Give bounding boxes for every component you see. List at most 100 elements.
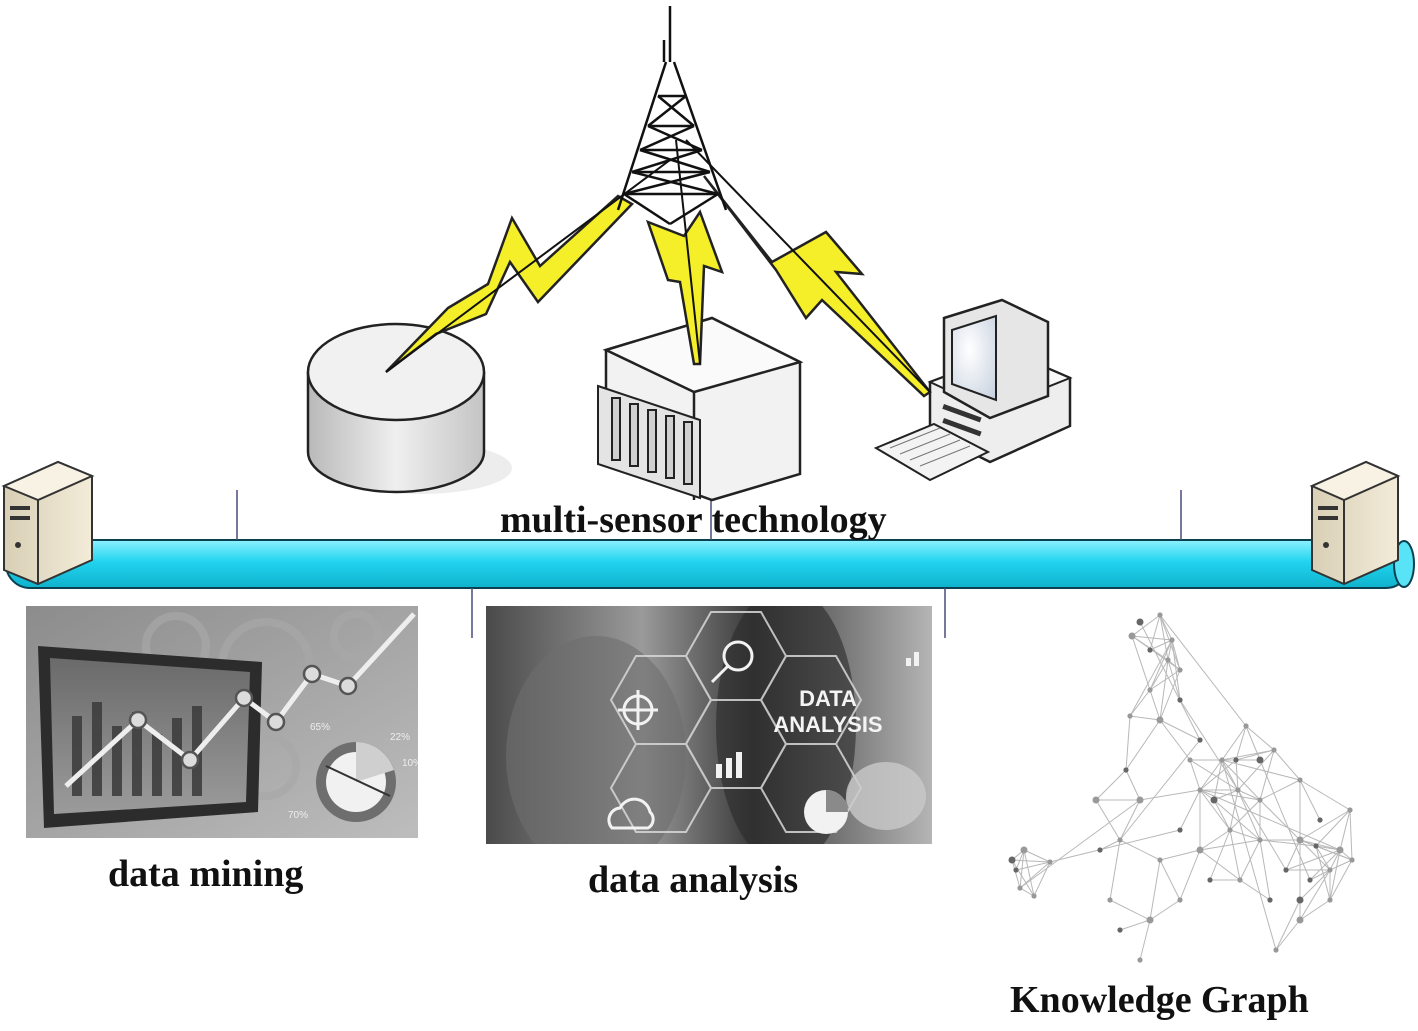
graph-node	[1233, 757, 1239, 763]
graph-node	[1147, 647, 1153, 653]
graph-node	[1165, 657, 1171, 663]
graph-edge	[1139, 789, 1201, 801]
graph-edge	[1199, 789, 1341, 851]
graph-edge	[1221, 759, 1301, 781]
graph-edge	[1159, 669, 1181, 721]
graph-edge	[1023, 849, 1035, 897]
graph-edge	[1349, 809, 1353, 861]
graph-node	[1297, 777, 1303, 783]
graph-node	[1136, 796, 1144, 804]
graph-node	[1317, 817, 1323, 823]
graph-edge	[1285, 849, 1341, 871]
graph-edge	[1167, 659, 1181, 701]
graph-edge	[1149, 899, 1181, 921]
graph-edge	[1149, 689, 1161, 721]
lightning-middle	[645, 209, 725, 366]
graph-edge	[1033, 861, 1051, 897]
graph-edge	[1129, 715, 1161, 721]
graph-edge	[1315, 845, 1331, 871]
lightning-bolts	[385, 175, 932, 398]
graph-edge	[1119, 739, 1201, 841]
graph-edge	[1299, 869, 1331, 901]
graph-edge	[1159, 614, 1247, 727]
graph-edge	[1139, 919, 1151, 961]
graph-edge	[1221, 749, 1275, 761]
graph-edge	[1213, 799, 1231, 831]
graph-node	[1237, 877, 1243, 883]
graph-edge	[1109, 839, 1121, 901]
graph-edge	[1125, 769, 1141, 801]
graph-node	[1169, 637, 1175, 643]
graph-edge	[1285, 839, 1301, 871]
data-analysis-label: data analysis	[588, 859, 799, 901]
graph-edge	[1259, 759, 1311, 881]
graph-edge	[1179, 789, 1201, 831]
graph-edge	[1019, 887, 1035, 897]
server-right	[1309, 460, 1401, 586]
graph-edge	[1213, 799, 1261, 841]
graph-edge	[1049, 829, 1181, 863]
building	[597, 316, 804, 502]
graph-edge	[1167, 639, 1173, 661]
data-mining-image: 65% 22% 10% 70%	[26, 606, 418, 838]
graph-node	[1197, 737, 1203, 743]
graph-node	[1177, 667, 1183, 673]
graph-node	[1031, 893, 1037, 899]
graph-edge	[1179, 699, 1239, 791]
graph-edge	[1259, 749, 1275, 801]
graph-edge	[1245, 725, 1275, 751]
graph-edge	[1235, 749, 1275, 761]
signal-lines	[385, 139, 931, 393]
graph-edge	[1131, 614, 1161, 637]
graph-edge	[1019, 799, 1141, 889]
graph-node	[1107, 897, 1113, 903]
antenna-tower	[616, 6, 728, 226]
graph-node	[1227, 827, 1233, 833]
graph-edge	[1199, 789, 1231, 831]
graph-edge	[1329, 849, 1341, 871]
graph-node	[1273, 947, 1279, 953]
graph-node	[1123, 767, 1129, 773]
graph-node	[1207, 877, 1213, 883]
multi-sensor-technology-label: multi-sensor technology	[500, 499, 887, 541]
graph-edge	[1259, 839, 1317, 847]
graph-edge	[1119, 919, 1151, 931]
graph-node	[1349, 857, 1355, 863]
graph-node	[1347, 807, 1353, 813]
graph-node	[1156, 716, 1164, 724]
graph-node	[1196, 846, 1204, 854]
graph-edge	[1131, 635, 1173, 641]
graph-node	[1313, 843, 1319, 849]
graph-edge	[1221, 725, 1247, 761]
graph-edge	[1171, 639, 1181, 701]
knowledge-graph-label: Knowledge Graph	[1010, 979, 1309, 1021]
graph-edge	[1315, 845, 1353, 861]
graph-node	[1047, 859, 1053, 865]
graph-edge	[1299, 779, 1321, 821]
graph-edge	[1015, 849, 1025, 871]
graph-edge	[1149, 639, 1173, 691]
graph-edge	[1199, 849, 1241, 881]
graph-edge	[1125, 715, 1131, 771]
database-cylinder	[306, 322, 512, 494]
graph-edge	[1239, 879, 1271, 901]
data-mining-label: data mining	[108, 853, 304, 895]
graph-node	[1336, 846, 1344, 854]
graph-edge	[1329, 849, 1341, 901]
graph-edge	[1159, 719, 1201, 741]
graph-edge	[1229, 829, 1261, 841]
graph-edge	[1199, 759, 1223, 791]
desktop-computer	[873, 298, 1073, 482]
lightning-left	[385, 194, 635, 373]
graph-node	[1235, 787, 1241, 793]
graph-edge	[1019, 849, 1025, 889]
graph-edge	[1159, 719, 1191, 761]
graph-edge	[1199, 829, 1231, 851]
graph-node	[1157, 857, 1163, 863]
graph-edge	[1329, 859, 1353, 871]
graph-edge	[1237, 789, 1261, 801]
graph-edge	[1159, 849, 1201, 861]
graph-edge	[1119, 799, 1141, 841]
graph-edge	[1167, 659, 1181, 671]
